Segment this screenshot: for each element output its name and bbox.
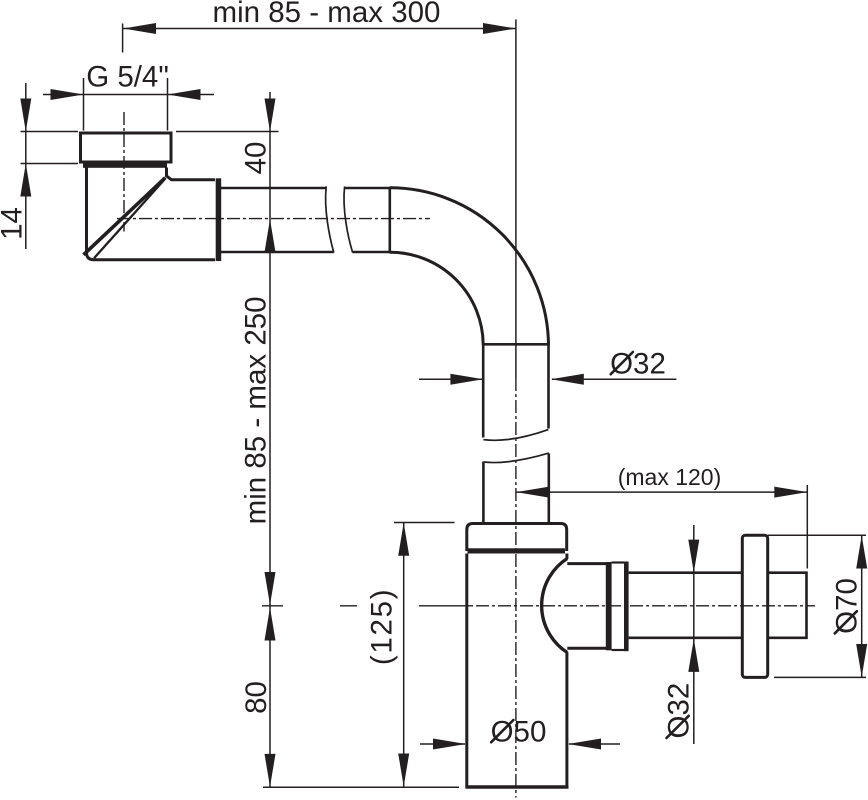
svg-text:O50: O50: [491, 716, 547, 749]
svg-text:min 85 - max 300: min 85 - max 300: [213, 0, 441, 29]
svg-text:(125): (125): [366, 588, 399, 665]
svg-text:(max 120): (max 120): [618, 464, 722, 490]
svg-text:O32: O32: [610, 348, 666, 381]
svg-text:O70: O70: [831, 578, 864, 634]
svg-text:40: 40: [240, 142, 273, 175]
svg-text:G 5/4": G 5/4": [86, 61, 169, 94]
svg-text:14: 14: [0, 207, 29, 240]
svg-text:O32: O32: [662, 683, 695, 739]
svg-text:80: 80: [240, 681, 273, 714]
svg-text:min 85 - max 250: min 85 - max 250: [240, 296, 273, 524]
